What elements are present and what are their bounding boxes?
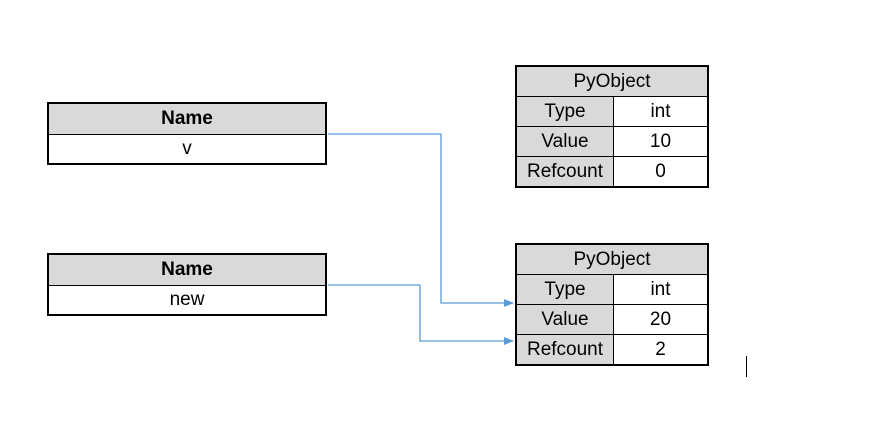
pyobject-row-value: Value 20 xyxy=(517,305,707,335)
row-key: Value xyxy=(517,305,614,334)
pyobject-row-refcount: Refcount 0 xyxy=(517,157,707,186)
row-key: Refcount xyxy=(517,157,614,186)
row-value: int xyxy=(650,278,671,300)
pyobject-table-10: PyObject Type int Value 10 Refcount 0 xyxy=(515,65,709,188)
name-box-new: Name new xyxy=(47,253,327,316)
pyobject-table-20: PyObject Type int Value 20 Refcount 2 xyxy=(515,243,709,366)
pyobject-title: PyObject xyxy=(517,67,707,97)
pyobject-row-type: Type int xyxy=(517,97,707,127)
name-value: v xyxy=(182,138,192,159)
name-header: Name xyxy=(49,255,325,286)
pyobject-row-refcount: Refcount 2 xyxy=(517,335,707,364)
name-box-v: Name v xyxy=(47,102,327,165)
name-value: new xyxy=(169,289,205,310)
row-value: int xyxy=(650,100,671,122)
row-value: 10 xyxy=(649,130,672,152)
text-cursor xyxy=(746,356,747,377)
row-value: 20 xyxy=(649,308,672,330)
arrow-v-to-pyobject xyxy=(328,133,514,307)
row-key: Type xyxy=(517,275,614,304)
arrow-new-to-pyobject xyxy=(328,284,514,345)
row-value: 0 xyxy=(655,160,666,182)
pyobject-title: PyObject xyxy=(517,245,707,275)
row-key: Type xyxy=(517,97,614,126)
row-value: 2 xyxy=(655,338,666,360)
name-header: Name xyxy=(49,104,325,135)
row-key: Refcount xyxy=(517,335,614,364)
pyobject-row-type: Type int xyxy=(517,275,707,305)
row-key: Value xyxy=(517,127,614,156)
pyobject-row-value: Value 10 xyxy=(517,127,707,157)
